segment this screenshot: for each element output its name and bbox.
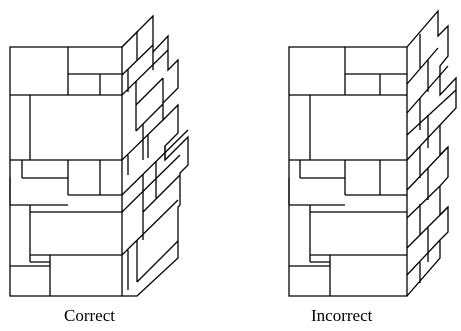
correct-line: [122, 130, 188, 195]
incorrect-side-outline: [407, 11, 456, 296]
correct-line: [136, 78, 163, 105]
incorrect-line: [407, 207, 448, 248]
incorrect-line: [407, 90, 456, 135]
incorrect-line: [407, 48, 438, 84]
correct-line: [137, 241, 178, 282]
incorrect-line: [407, 66, 448, 113]
correct-line: [143, 175, 180, 212]
correct-corner-drawing: [10, 16, 188, 296]
incorrect-line: [407, 186, 440, 218]
correct-line: [122, 31, 138, 47]
correct-caption: Correct: [64, 306, 115, 325]
incorrect-line: [407, 240, 440, 275]
correct-line: [122, 50, 168, 95]
correct-line: [136, 104, 163, 131]
correct-line: [122, 45, 153, 75]
incorrect-caption: Incorrect: [311, 306, 373, 325]
correct-line: [122, 118, 165, 160]
correct-side-outline: [122, 16, 188, 296]
correct-front-outline: [10, 47, 122, 296]
correct-line: [122, 155, 180, 212]
incorrect-front-outline: [289, 47, 407, 296]
incorrect-line: [407, 125, 440, 160]
correct-line: [122, 200, 178, 255]
incorrect-corner-drawing: [289, 11, 456, 296]
